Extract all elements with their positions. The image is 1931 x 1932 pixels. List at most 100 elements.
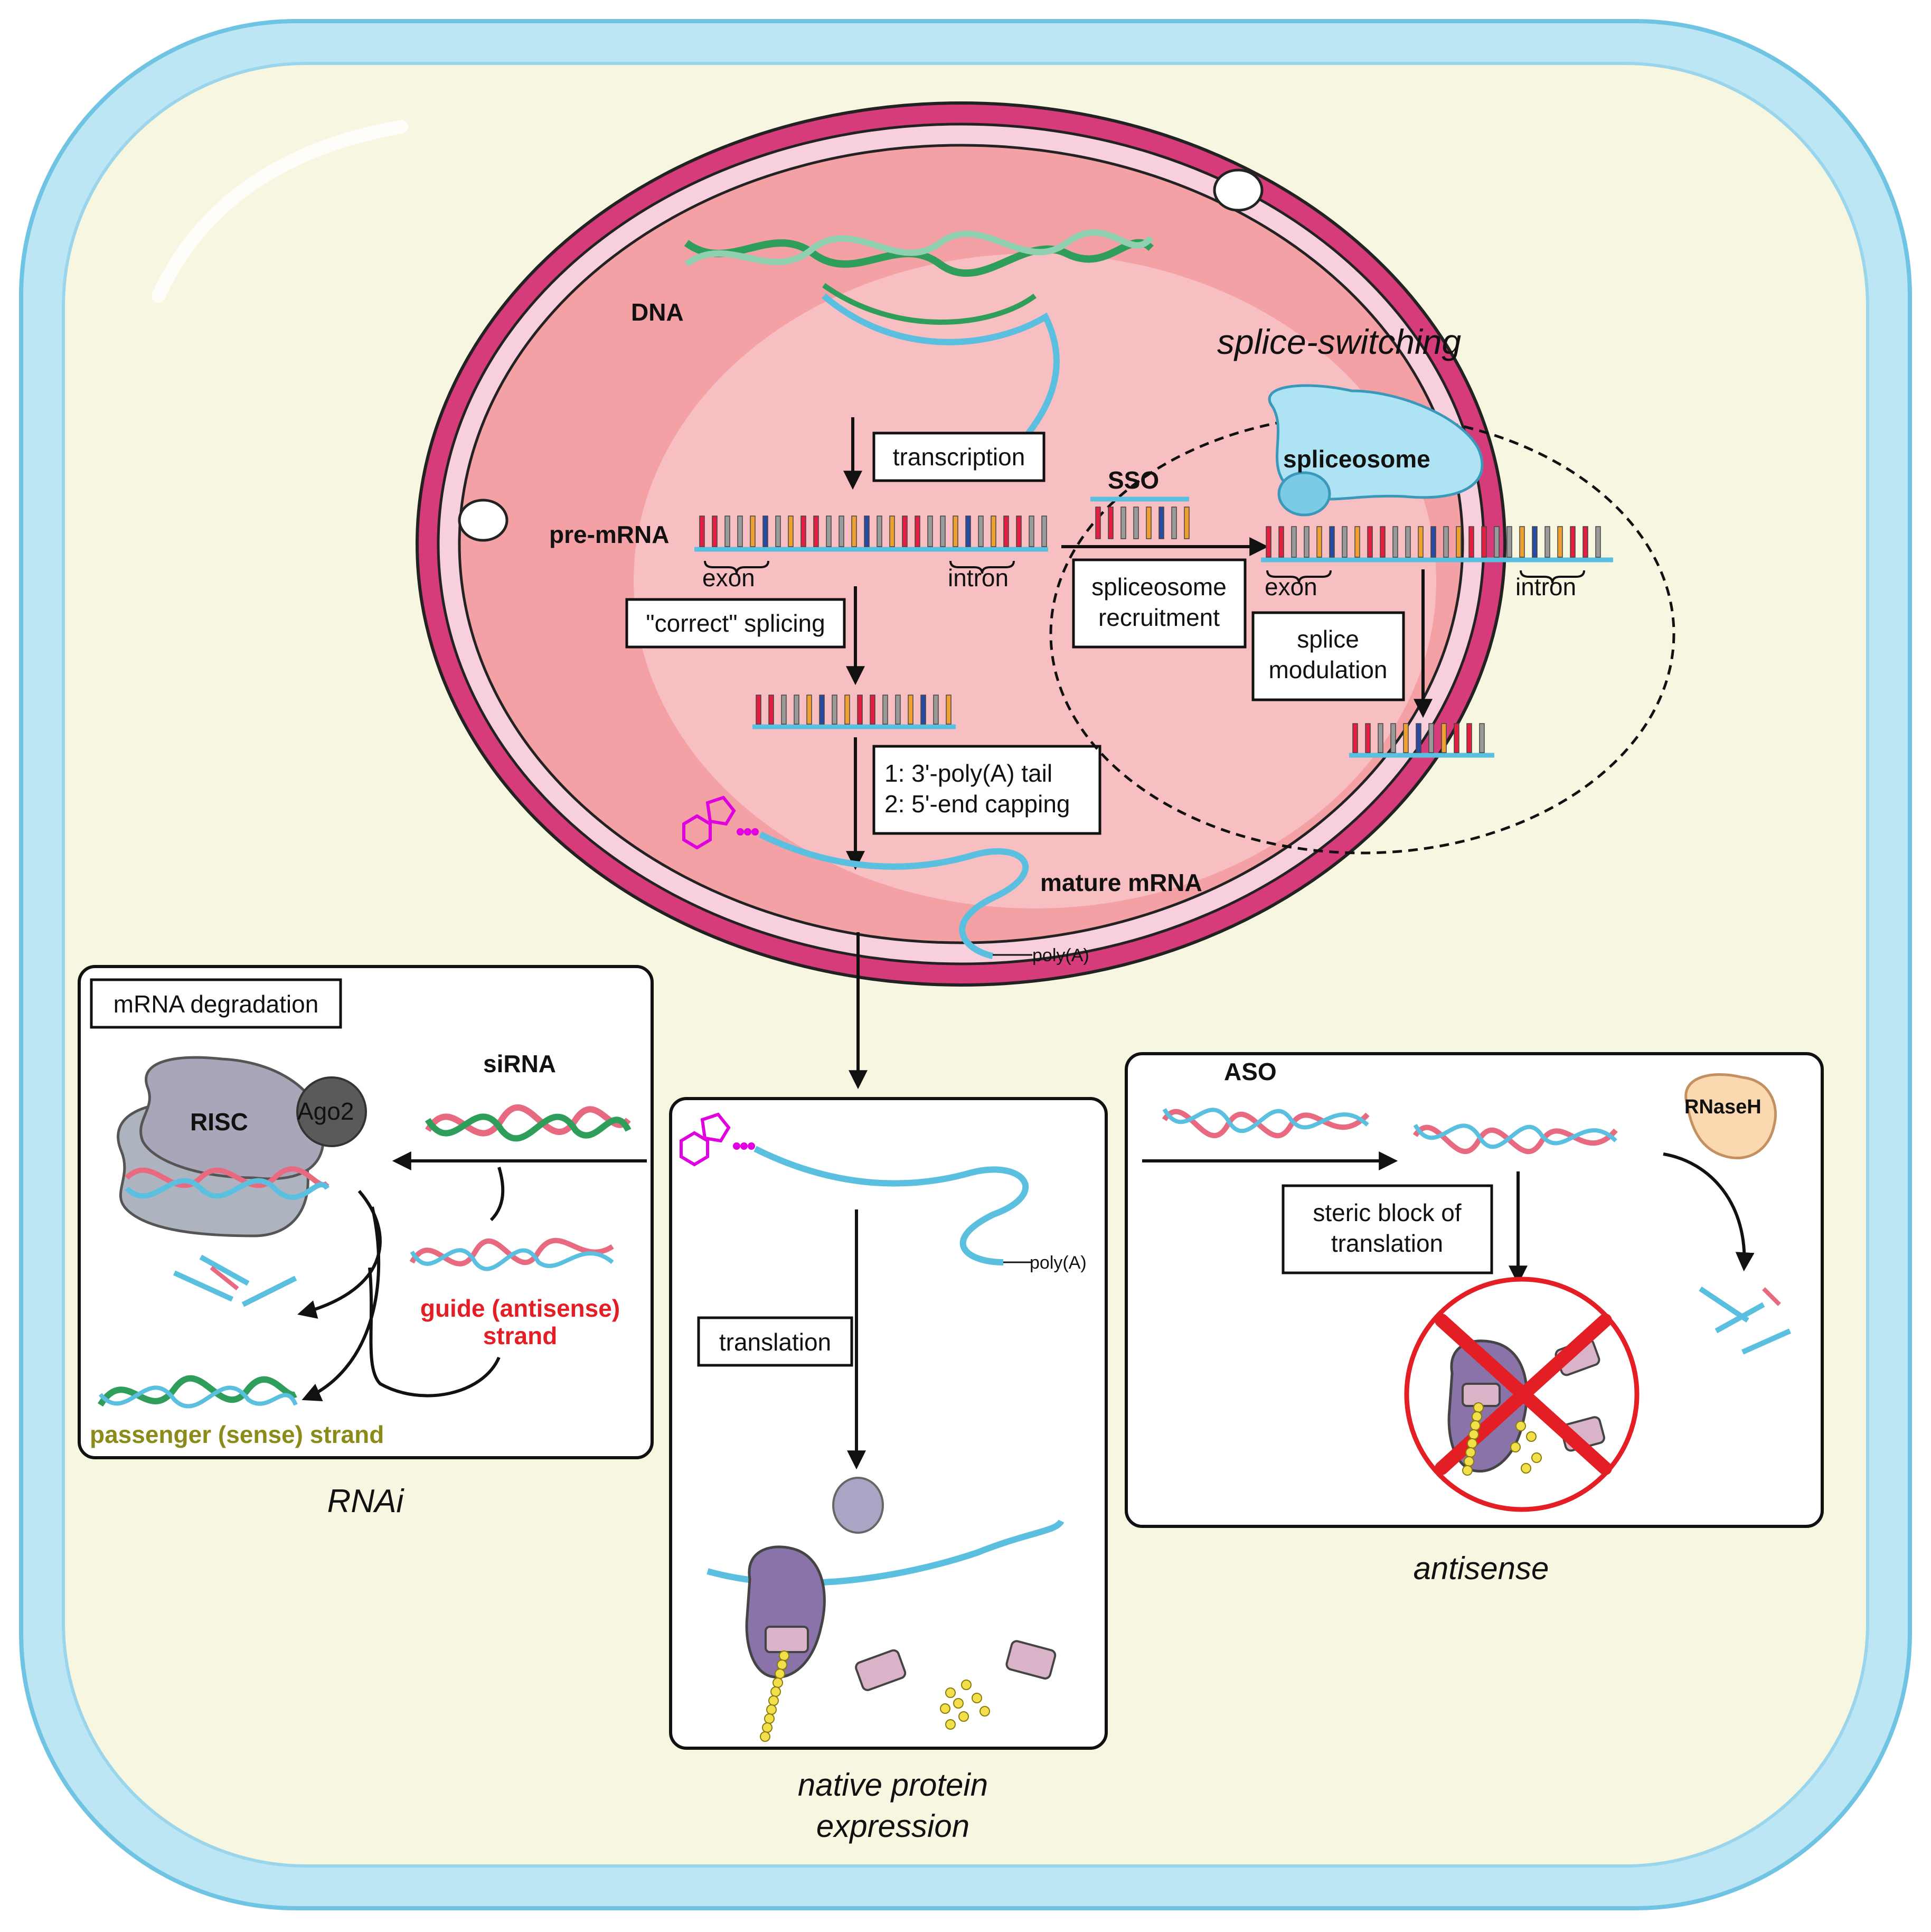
nucleotide <box>965 515 971 547</box>
rnaseh-cleavage-arrow <box>1663 1152 1755 1272</box>
modulation-line1: splice <box>1297 625 1359 653</box>
risc-label: RISC <box>190 1108 248 1136</box>
ss-intron-label: intron <box>1515 573 1576 601</box>
guide-strand-duplex <box>409 1237 614 1271</box>
amino-acid <box>953 1698 964 1709</box>
nucleotide <box>1146 507 1152 539</box>
ago2 <box>296 1076 367 1147</box>
nucleotide <box>851 515 857 547</box>
nucleotide <box>806 695 812 725</box>
nucleotide <box>1390 723 1396 753</box>
passenger-strand-duplex <box>97 1375 298 1409</box>
mature-mrna-label: mature mRNA <box>1040 869 1202 896</box>
nucleotide <box>1120 507 1126 539</box>
nucleotide <box>1519 526 1525 558</box>
amino-acid <box>760 1731 770 1742</box>
poly-a-label: poly(A) <box>1032 945 1089 965</box>
guide-strand-line1: guide (antisense) <box>420 1295 620 1322</box>
nucleotide <box>1380 526 1386 558</box>
nucleotide <box>864 515 870 547</box>
amino-acid <box>945 1719 956 1730</box>
nucleotide <box>1481 526 1487 558</box>
native-title-line2: expression <box>816 1808 969 1844</box>
nucleotide <box>1108 507 1114 539</box>
nucleotide <box>813 515 819 547</box>
nucleotide <box>1316 526 1322 558</box>
nucleotide <box>978 515 984 547</box>
nucleotide <box>933 695 939 725</box>
nucleotide <box>1342 526 1348 558</box>
amino-acid <box>1467 1438 1477 1449</box>
amino-acid <box>764 1713 775 1724</box>
nucleotide <box>832 695 837 725</box>
amino-acid <box>1464 1456 1474 1467</box>
pre-mrna-label: pre-mRNA <box>549 521 669 548</box>
sirna-duplex <box>425 1104 632 1142</box>
nucleotide <box>870 695 875 725</box>
nucleotide <box>1365 723 1371 753</box>
ribosome <box>745 1545 826 1679</box>
amino-acid <box>940 1703 950 1714</box>
spliceosome <box>1268 384 1484 517</box>
nucleotide <box>1494 526 1500 558</box>
amino-acid <box>1462 1465 1473 1476</box>
nucleotide <box>946 695 952 725</box>
recruitment-line2: recruitment <box>1098 604 1220 631</box>
ago2-label: Ago2 <box>297 1098 354 1125</box>
nucleotide <box>1041 515 1047 547</box>
nucleotide <box>1291 526 1297 558</box>
nucleotide <box>857 695 863 725</box>
peptide-chain <box>760 1650 789 1742</box>
alternative-mrna-strand <box>1349 723 1494 758</box>
dna-label: DNA <box>631 298 684 326</box>
amino-acid <box>775 1668 785 1679</box>
nucleotide <box>1003 515 1009 547</box>
nucleotide <box>920 695 926 725</box>
modulation-line2: modulation <box>1268 656 1387 683</box>
nucleotide <box>781 695 787 725</box>
nucleotide <box>1454 723 1459 753</box>
amino-acid <box>945 1687 956 1698</box>
nucleotide <box>1354 526 1360 558</box>
nucleotide <box>1304 526 1310 558</box>
guide-return-arrow <box>368 1267 501 1398</box>
amino-acid <box>770 1686 781 1697</box>
amino-acid <box>762 1722 773 1733</box>
steric-block-line2: translation <box>1331 1230 1443 1257</box>
amino-acid <box>1470 1420 1481 1431</box>
exon-brace <box>1266 570 1332 584</box>
amino-acid <box>773 1677 783 1688</box>
amino-acid <box>979 1706 990 1717</box>
amino-acid <box>972 1693 982 1703</box>
nuclear-pore <box>458 499 508 542</box>
translation-box <box>697 1316 853 1367</box>
nucleotide <box>1416 723 1421 753</box>
aso-target-duplex <box>1162 1108 1370 1139</box>
trna <box>855 1640 1057 1691</box>
aso-hybrid-duplex <box>1412 1123 1618 1155</box>
modulation-box <box>1251 611 1405 701</box>
nucleotide <box>750 515 756 547</box>
nucleotide <box>1466 723 1472 753</box>
nucleotide <box>788 515 794 547</box>
cleaved-rna-fragments <box>1699 1286 1792 1355</box>
aso-label: ASO <box>1224 1058 1277 1085</box>
nucleotide <box>1184 507 1190 539</box>
splice-switching-title: splice-switching <box>1217 322 1461 361</box>
nucleotide <box>724 515 730 547</box>
nucleotide <box>826 515 832 547</box>
nucleotide <box>991 515 996 547</box>
blocked-peptide-chain <box>1462 1402 1542 1476</box>
nucleotide <box>940 515 946 547</box>
spliced-mrna-strand <box>752 695 956 729</box>
nucleotide <box>1443 526 1449 558</box>
nucleotide <box>699 515 705 547</box>
nucleotide <box>1468 526 1474 558</box>
amino-acid <box>1465 1447 1476 1458</box>
nucleotide <box>882 695 888 725</box>
nucleotide <box>1456 526 1462 558</box>
amino-acid <box>1472 1411 1482 1422</box>
spliceosome-label: spliceosome <box>1283 445 1430 473</box>
exon-brace <box>704 560 769 574</box>
